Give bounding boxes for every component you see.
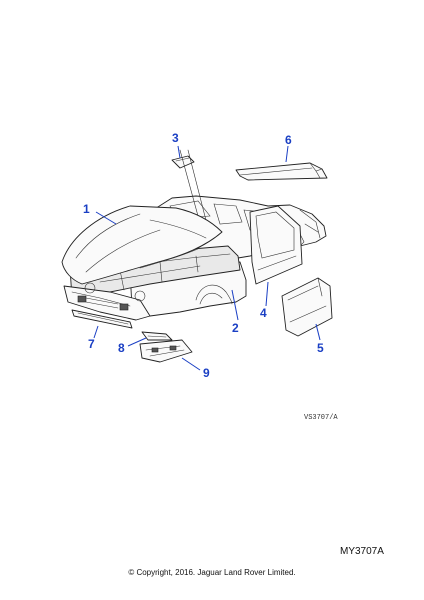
leader-lines [93, 145, 321, 371]
callout-3: 3 [172, 131, 179, 145]
drawing-reference: VS3707/A [304, 414, 338, 422]
callout-labels: 1 2 3 4 5 6 7 8 9 [83, 131, 324, 380]
diagram-code: MY3707A [340, 546, 384, 557]
callout-4: 4 [260, 306, 267, 320]
part-apron [139, 339, 193, 363]
part-bonnet [61, 205, 223, 285]
callout-7: 7 [88, 337, 95, 351]
part-front-valance [71, 309, 133, 329]
callout-6: 6 [285, 133, 292, 147]
callout-8: 8 [118, 341, 125, 355]
part-front-door [249, 205, 303, 285]
callout-1: 1 [83, 202, 90, 216]
part-rear-door [281, 277, 333, 337]
copyright-notice: © Copyright, 2016. Jaguar Land Rover Lim… [128, 568, 296, 577]
callout-9: 9 [203, 366, 210, 380]
callout-5: 5 [317, 341, 324, 355]
part-roof-panel [235, 162, 328, 181]
part-lower-bracket [141, 331, 173, 341]
callout-2: 2 [232, 321, 239, 335]
